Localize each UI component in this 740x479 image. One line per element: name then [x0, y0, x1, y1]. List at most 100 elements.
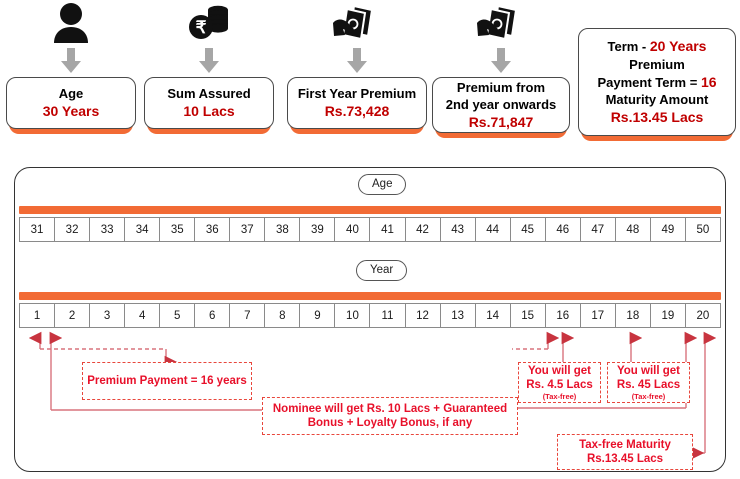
- card-sum-assured-value: 10 Lacs: [183, 103, 235, 120]
- card-body-sum-assured: Sum Assured 10 Lacs: [144, 77, 274, 129]
- age-cell: 44: [475, 217, 511, 242]
- card-body-term: Term - 20 Years Premium Payment Term = 1…: [578, 28, 736, 136]
- card-term-line: Term - 20 Years: [608, 37, 707, 55]
- callout-nominee-line2: Bonus + Loyalty Bonus, if any: [307, 417, 473, 429]
- year-cell: 5: [160, 303, 196, 328]
- age-cell: 43: [440, 217, 476, 242]
- callout-maturity-line1: Tax-free Maturity: [579, 438, 671, 451]
- callout-nominee: Nominee will get Rs. 10 Lacs + Guarantee…: [262, 397, 518, 435]
- callout-payout-year-16: You will get Rs. 4.5 Lacs (Tax-free): [518, 362, 601, 403]
- age-cell: 32: [55, 217, 91, 242]
- callout-payout-year-18: You will get Rs. 45 Lacs (Tax-free): [607, 362, 690, 403]
- down-arrow-icon: [61, 48, 81, 73]
- callout-payout-16-line1: You will get: [527, 364, 592, 377]
- card-sum-assured-label: Sum Assured: [167, 86, 251, 102]
- age-cell: 41: [370, 217, 406, 242]
- year-axis-bar: [19, 292, 721, 300]
- card-maturity-amount-value: Rs.13.45 Lacs: [610, 109, 704, 126]
- age-cell: 37: [230, 217, 266, 242]
- card-premium-word: Premium: [629, 56, 685, 72]
- down-arrow-icon: [491, 48, 511, 73]
- hand-cash-icon: [475, 0, 527, 46]
- year-cell: 14: [475, 303, 511, 328]
- year-cell: 1: [20, 303, 56, 328]
- callout-payout-18-line1: You will get: [616, 364, 681, 377]
- age-cell: 47: [580, 217, 616, 242]
- year-cell: 7: [230, 303, 266, 328]
- card-first-year-premium-value: Rs.73,428: [324, 103, 390, 120]
- age-cell: 38: [265, 217, 301, 242]
- down-arrow-icon: [347, 48, 367, 73]
- rupee-coins-icon: ₹: [187, 0, 231, 46]
- callout-nominee-line1: Nominee will get Rs. 10 Lacs + Guarantee…: [272, 402, 508, 415]
- year-pill-label: Year: [356, 260, 408, 281]
- summary-cards-row: Age 30 Years: [0, 0, 740, 152]
- summary-card-term: Term - 20 Years Premium Payment Term = 1…: [578, 28, 736, 141]
- age-axis-bar: [19, 206, 721, 214]
- age-cell: 45: [510, 217, 546, 242]
- age-scale: 31 32 33 34 35 36 37 38 39 40 41 42 43 4…: [19, 217, 721, 242]
- card-payment-term-label: Payment Term =: [597, 74, 701, 90]
- age-cell: 33: [90, 217, 126, 242]
- summary-card-first-year-premium: First Year Premium Rs.73,428: [287, 0, 427, 134]
- callout-payout-16-line2: Rs. 4.5 Lacs: [526, 379, 593, 391]
- callout-payout-16-taxnote: (Tax-free): [542, 392, 577, 402]
- callout-maturity: Tax-free Maturity Rs.13.45 Lacs: [557, 434, 693, 470]
- card-term-value: 20 Years: [649, 38, 707, 55]
- card-renewal-premium-label1: Premium from: [456, 79, 546, 95]
- age-cell: 48: [615, 217, 651, 242]
- age-cell: 42: [405, 217, 441, 242]
- year-cell: 9: [300, 303, 336, 328]
- card-payment-term-value: 16: [700, 73, 717, 90]
- age-cell: 39: [300, 217, 336, 242]
- svg-text:₹: ₹: [196, 18, 207, 37]
- year-cell: 10: [335, 303, 371, 328]
- year-scale: 1 2 3 4 5 6 7 8 9 10 11 12 13 14 15 16 1…: [19, 303, 721, 328]
- age-cell: 50: [685, 217, 721, 242]
- person-icon: [52, 0, 90, 46]
- card-age-label: Age: [58, 86, 84, 102]
- age-cell: 31: [20, 217, 56, 242]
- year-cell: 18: [615, 303, 651, 328]
- callout-premium-payment-text: Premium Payment = 16 years: [87, 374, 247, 387]
- age-pill-label: Age: [358, 174, 407, 195]
- card-maturity-amount-label: Maturity Amount: [605, 92, 709, 108]
- card-body-first-year-premium: First Year Premium Rs.73,428: [287, 77, 427, 129]
- age-cell: 34: [125, 217, 161, 242]
- summary-card-sum-assured: ₹ Sum Assured 10 Lacs: [144, 0, 274, 134]
- year-cell: 2: [55, 303, 91, 328]
- year-cell: 15: [510, 303, 546, 328]
- card-body-renewal-premium: Premium from 2nd year onwards Rs.71,847: [432, 77, 570, 133]
- card-renewal-premium-value: Rs.71,847: [468, 113, 534, 130]
- year-cell: 12: [405, 303, 441, 328]
- card-first-year-premium-label: First Year Premium: [297, 86, 417, 102]
- year-cell: 16: [545, 303, 581, 328]
- down-arrow-icon: [199, 48, 219, 73]
- year-cell: 11: [370, 303, 406, 328]
- age-cell: 40: [335, 217, 371, 242]
- hand-cash-icon: [331, 0, 383, 46]
- age-cell: 49: [650, 217, 686, 242]
- year-cell: 4: [125, 303, 161, 328]
- card-renewal-premium-label2: 2nd year onwards: [445, 96, 557, 112]
- summary-card-age: Age 30 Years: [6, 0, 136, 134]
- year-cell: 19: [650, 303, 686, 328]
- card-age-value: 30 Years: [42, 103, 100, 120]
- callout-payout-18-taxnote: (Tax-free): [631, 392, 666, 402]
- callout-premium-payment: Premium Payment = 16 years: [82, 362, 252, 400]
- summary-card-renewal-premium: Premium from 2nd year onwards Rs.71,847: [432, 0, 570, 138]
- year-cell: 6: [195, 303, 231, 328]
- year-cell: 20: [685, 303, 721, 328]
- year-cell: 13: [440, 303, 476, 328]
- card-payment-term-line: Payment Term = 16: [597, 73, 716, 91]
- year-cell: 3: [90, 303, 126, 328]
- callout-maturity-line2: Rs.13.45 Lacs: [586, 453, 664, 465]
- year-cell: 17: [580, 303, 616, 328]
- card-body-age: Age 30 Years: [6, 77, 136, 129]
- card-term-label: Term -: [607, 39, 650, 55]
- age-cell: 46: [545, 217, 581, 242]
- year-cell: 8: [265, 303, 301, 328]
- age-cell: 36: [195, 217, 231, 242]
- age-cell: 35: [160, 217, 196, 242]
